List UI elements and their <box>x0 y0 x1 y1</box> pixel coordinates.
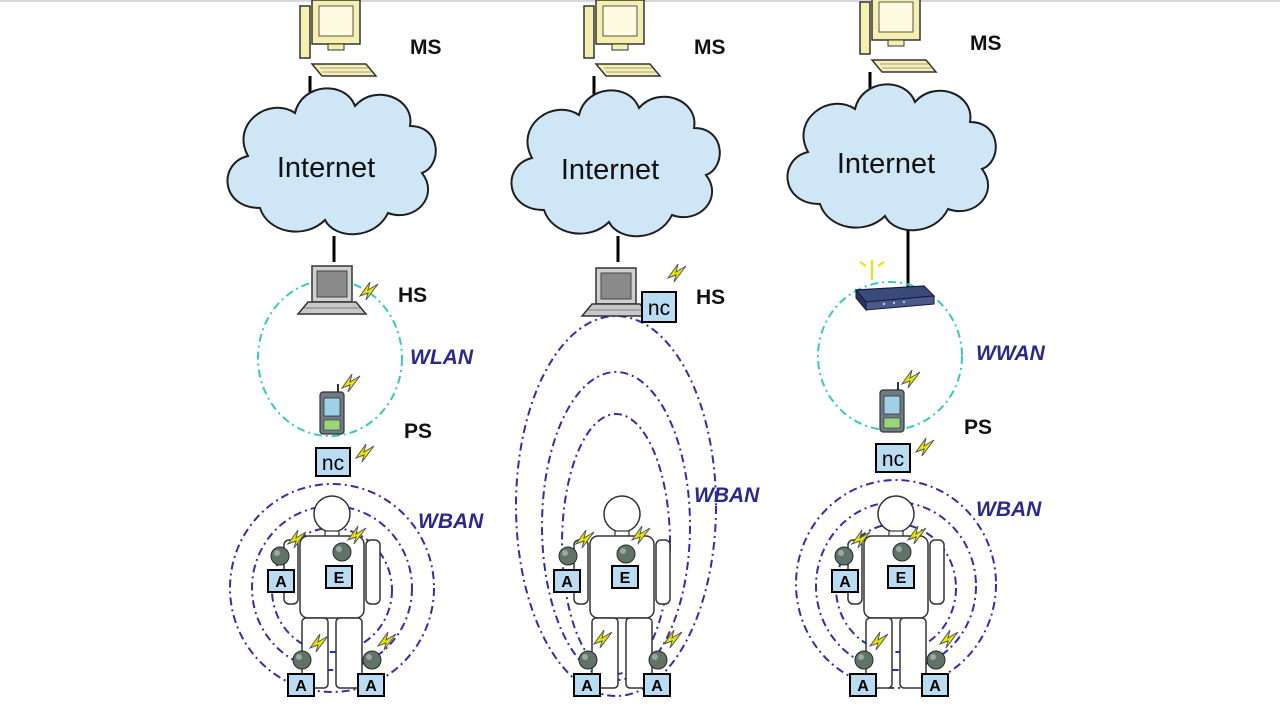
wban-ring-inner <box>271 527 393 653</box>
nc-label: nc <box>882 448 904 471</box>
sensor-label: A <box>839 574 851 591</box>
sensor-box <box>287 673 315 697</box>
lightning-icon <box>667 263 687 283</box>
panel-1: MS Internet HS WLAN PS nc WBAN A E A <box>226 0 484 697</box>
ms-label: MS <box>694 36 726 59</box>
panel-3: MS Internet WWAN PS nc WBAN A E <box>786 0 1046 697</box>
hs-laptop-icon <box>297 265 367 315</box>
lightning-icon <box>939 629 959 649</box>
hs-label: HS <box>398 284 427 307</box>
sensor-label: A <box>857 678 869 695</box>
sensor-node-icon <box>648 650 668 670</box>
antenna-signal-icon <box>859 260 885 280</box>
ps-label: PS <box>404 420 432 443</box>
hs-laptop-icon <box>581 267 651 317</box>
sensor-label: A <box>275 574 287 591</box>
ms-computer-icon <box>859 0 937 73</box>
cloud-label: Internet <box>837 148 935 180</box>
sensor-node-icon <box>834 546 854 566</box>
ps-phone-icon <box>879 381 905 433</box>
lightning-icon <box>341 373 361 393</box>
sensor-box <box>267 569 295 593</box>
lightning-icon <box>663 629 683 649</box>
sensor-node-icon <box>292 650 312 670</box>
nc-box <box>875 443 911 473</box>
sensor-label: A <box>561 574 573 591</box>
local-net-label: WWAN <box>976 342 1046 365</box>
cloud-label: Internet <box>277 152 375 184</box>
sensor-label: E <box>334 570 345 587</box>
sensor-box <box>887 565 915 589</box>
sensor-box <box>643 673 671 697</box>
lightning-icon <box>901 369 921 389</box>
sensor-node-icon <box>270 546 290 566</box>
sensor-node-icon <box>362 650 382 670</box>
sensor-node-icon <box>558 546 578 566</box>
sensor-node-icon <box>332 542 352 562</box>
nc-label: nc <box>648 297 670 320</box>
ps-phone-icon <box>319 383 345 435</box>
sensor-node-icon <box>892 542 912 562</box>
sensor-box <box>325 565 353 589</box>
router-icon <box>855 285 935 311</box>
sensor-label: A <box>365 678 377 695</box>
sensor-box <box>921 673 949 697</box>
panel-2: MS Internet nc HS WBAN A E A A <box>510 0 760 697</box>
nc-box <box>641 291 677 323</box>
sensor-label: E <box>620 570 631 587</box>
nc-label: nc <box>322 452 344 475</box>
hs-label: HS <box>696 286 725 309</box>
sensor-node-icon <box>926 650 946 670</box>
nc-box <box>315 447 351 477</box>
body-net-label: WBAN <box>976 498 1042 521</box>
lightning-icon <box>355 443 375 463</box>
cloud-label: Internet <box>561 154 659 186</box>
wlan-ring <box>257 279 403 437</box>
sensor-box <box>553 569 581 593</box>
body-net-label: WBAN <box>694 484 760 507</box>
wban-ring-outer <box>515 315 717 697</box>
sensor-label: A <box>295 678 307 695</box>
body-net-label: WBAN <box>418 510 484 533</box>
ms-label: MS <box>970 32 1002 55</box>
ms-label: MS <box>410 36 442 59</box>
ps-label: PS <box>964 416 992 439</box>
wban-ring-outer <box>795 479 997 689</box>
wban-ring-outer <box>229 483 435 693</box>
ms-computer-icon <box>299 0 377 77</box>
sensor-node-icon <box>854 650 874 670</box>
sensor-node-icon <box>616 544 636 564</box>
sensor-box <box>849 673 877 697</box>
local-net-label: WLAN <box>410 346 474 369</box>
sensor-label: A <box>651 678 663 695</box>
sensor-label: E <box>896 570 907 587</box>
ms-computer-icon <box>583 0 661 77</box>
sensor-label: A <box>581 678 593 695</box>
sensor-node-icon <box>578 650 598 670</box>
sensor-box <box>573 673 601 697</box>
lightning-icon <box>915 437 935 457</box>
sensor-box <box>357 673 385 697</box>
sensor-label: A <box>929 678 941 695</box>
sensor-box <box>831 569 859 593</box>
sensor-box <box>611 565 639 589</box>
